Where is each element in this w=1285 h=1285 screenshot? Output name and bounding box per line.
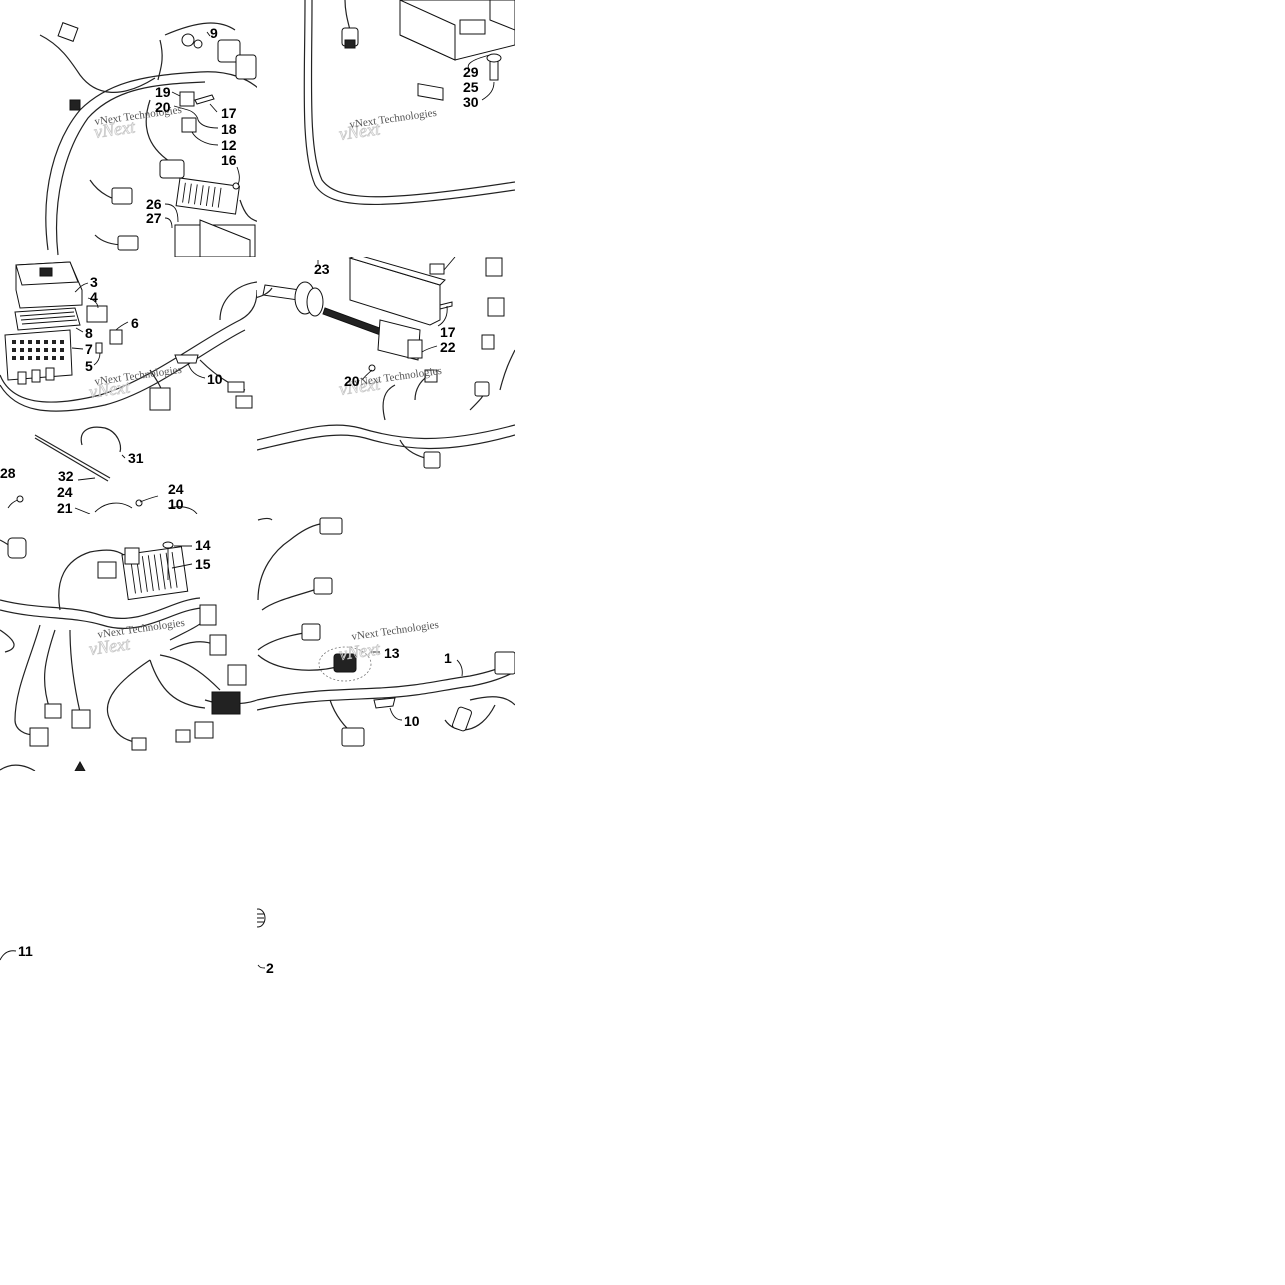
callout-label: 13 — [384, 645, 400, 661]
callout-label: 24 — [168, 481, 184, 497]
callout-label: 8 — [85, 325, 93, 341]
callout-label: 26 — [146, 196, 162, 212]
callout-label: 18 — [221, 121, 237, 137]
panel-fasteners-and-ties: 31 28 32 24 24 21 10 — [0, 426, 198, 516]
callout-label: 15 — [195, 556, 211, 572]
callout-label: 10 — [404, 713, 420, 729]
watermark-text: vNext Technologies — [349, 107, 438, 131]
panel-main-harness-right: vNext vNext Technologies 13 1 10 — [257, 517, 515, 747]
watermark-text: vNext Technologies — [94, 364, 183, 388]
panel-mounting-bracket: vNext vNext Technologies 29 25 30 — [303, 0, 515, 206]
callout-label: 32 — [58, 468, 74, 484]
callout-label: 11 — [18, 943, 33, 959]
callout-label: 6 — [131, 315, 139, 331]
watermark-text: vNext Technologies — [97, 617, 186, 641]
callout-label: 25 — [463, 79, 479, 95]
callout-label: 22 — [440, 339, 456, 355]
panel-voltage-regulator-harness: vNext vNext Technologies 14 15 — [0, 537, 257, 771]
callout-label: 30 — [463, 94, 479, 110]
callout-label: 31 — [128, 450, 144, 466]
callout-label: 21 — [57, 500, 73, 516]
callout-label: 2 — [266, 960, 274, 976]
callout-label: 28 — [0, 465, 16, 481]
callout-label: 1 — [444, 650, 452, 666]
callout-label: 10 — [207, 371, 223, 387]
callout-label: 12 — [221, 137, 237, 153]
callout-label: 29 — [463, 64, 479, 80]
panel-fuse-box: vNext vNext Technologies 3 4 8 6 7 5 10 — [0, 261, 257, 412]
panel-lower-middle-fragment: 2 — [257, 908, 274, 976]
callout-label: 7 — [85, 341, 93, 357]
callout-label: 20 — [344, 373, 360, 389]
callout-label: 19 — [155, 84, 171, 100]
panel-wiring-harness-upper-left: vNext vNext Technologies 9 19 20 17 18 1… — [39, 22, 257, 257]
callout-label: 4 — [90, 289, 98, 305]
watermark-text: vNext Technologies — [351, 619, 440, 643]
callout-label: 23 — [314, 261, 330, 277]
callout-label: 16 — [221, 152, 237, 168]
watermark-text: vNext Technologies — [354, 365, 443, 389]
panel-actuator-assembly: vNext vNext Technologies 23 17 22 20 — [257, 257, 515, 469]
callout-label: 20 — [155, 99, 171, 115]
panel-lower-left-fragment: 11 — [0, 943, 33, 961]
callout-label: 17 — [221, 105, 237, 121]
callout-label: 14 — [195, 537, 211, 553]
callout-label: 9 — [210, 25, 218, 41]
callout-label: 24 — [57, 484, 73, 500]
callout-label: 10 — [168, 496, 184, 512]
callout-label: 27 — [146, 210, 162, 226]
callout-label: 5 — [85, 358, 93, 374]
svg-text:vNext: vNext — [338, 638, 382, 664]
callout-label: 17 — [440, 324, 456, 340]
callout-label: 3 — [90, 274, 98, 290]
